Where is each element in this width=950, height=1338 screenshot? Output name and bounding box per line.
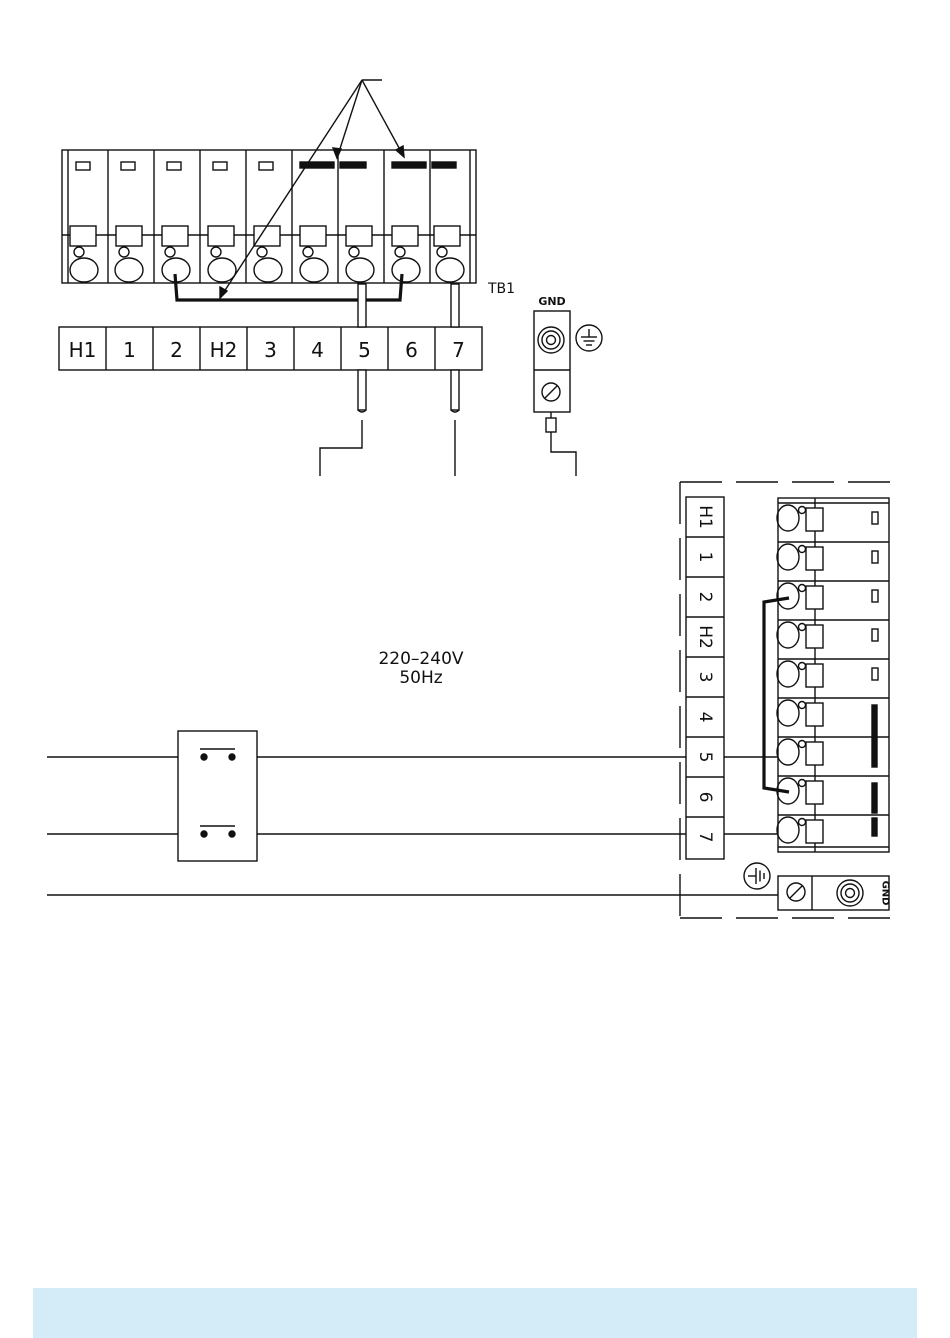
right-label-3: H2 [695, 625, 715, 649]
supply-lines [47, 757, 778, 895]
strip-label-8: 7 [452, 338, 465, 362]
right-label-1: 1 [695, 552, 715, 563]
gnd-label-top: GND [538, 295, 565, 308]
gnd-label-bottom: GND [880, 881, 891, 906]
top-wires [320, 284, 459, 476]
strip-label-6: 5 [358, 338, 371, 362]
right-label-5: 4 [695, 712, 715, 723]
right-label-4: 3 [695, 672, 715, 683]
top-ground-terminal [534, 311, 602, 476]
strip-label-1: 1 [123, 338, 136, 362]
strip-label-0: H1 [69, 338, 97, 362]
right-terminal-block [777, 498, 889, 852]
voltage-label: 220–240V [378, 649, 463, 669]
top-strip-labels: H1 1 2 H2 3 4 5 6 7 [69, 338, 465, 362]
right-label-0: H1 [695, 505, 715, 529]
isolator-switch [178, 731, 257, 861]
strip-label-5: 4 [311, 338, 324, 362]
strip-label-2: 2 [170, 338, 183, 362]
right-label-2: 2 [695, 592, 715, 603]
frequency-label: 50Hz [399, 668, 442, 688]
right-label-8: 7 [695, 832, 715, 843]
strip-label-4: 3 [264, 338, 277, 362]
right-label-7: 6 [695, 792, 715, 803]
right-label-6: 5 [695, 752, 715, 763]
strip-label-7: 6 [405, 338, 418, 362]
tb1-label: TB1 [487, 281, 515, 297]
strip-label-3: H2 [210, 338, 238, 362]
footer-band [33, 1288, 917, 1338]
right-strip-labels: H1 1 2 H2 3 4 5 6 7 [695, 505, 715, 842]
bottom-ground-terminal [744, 863, 889, 910]
